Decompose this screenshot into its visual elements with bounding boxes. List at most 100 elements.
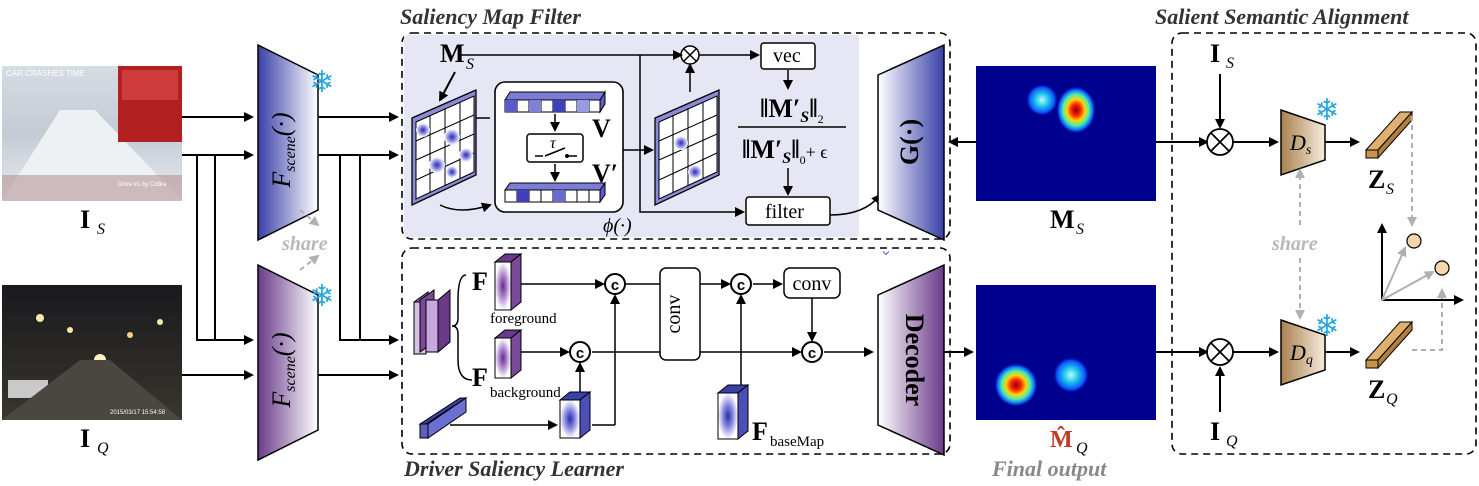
filter-box: filter bbox=[745, 196, 831, 226]
background-label: background bbox=[490, 385, 561, 401]
vector-v-label: V bbox=[592, 114, 611, 143]
svg-text:‖M′S‖0+ ϵ: ‖M′S‖0+ ϵ bbox=[742, 135, 828, 167]
input-connectors bbox=[182, 112, 254, 380]
concat-op-3: c bbox=[730, 273, 752, 295]
chevron-down-icon: ⌄ bbox=[879, 242, 892, 259]
f-background-label: F bbox=[472, 363, 488, 392]
driver-saliency-learner-title: Driver Saliency Learner bbox=[403, 456, 624, 481]
snowflake-icon: ❄ bbox=[1314, 94, 1339, 127]
learner-connectors bbox=[521, 279, 874, 426]
basemap-feature bbox=[716, 383, 750, 441]
salient-semantic-alignment-box bbox=[1171, 32, 1477, 455]
phi-label: ϕ(·) bbox=[603, 215, 632, 237]
svg-text:S: S bbox=[1386, 181, 1394, 198]
saliency-grid-input bbox=[411, 89, 477, 207]
embedding-zs bbox=[1364, 110, 1414, 160]
source-image: CAR CRASHES TIME Drive #1 by Cobra bbox=[2, 66, 182, 201]
source-image-caption-top: CAR CRASHES TIME bbox=[6, 69, 85, 78]
svg-text:Q: Q bbox=[1226, 433, 1238, 450]
multiply-operator-q bbox=[1206, 338, 1234, 366]
f-basemap-label: F bbox=[752, 417, 768, 446]
base-grid-feature bbox=[558, 390, 592, 440]
svg-text:c: c bbox=[576, 345, 584, 362]
svg-text:c: c bbox=[808, 345, 816, 362]
saliency-map-filter-box bbox=[401, 32, 951, 240]
svg-text:Fscene(·): Fscene(·) bbox=[267, 112, 299, 188]
svg-text:I: I bbox=[80, 424, 90, 453]
embedding-dashed-links bbox=[1407, 116, 1447, 351]
encoder-ds: Ds bbox=[1280, 108, 1326, 177]
m-input-arrow bbox=[439, 71, 456, 102]
concat-op-4: c bbox=[801, 341, 823, 363]
svg-text:‖M′S‖2: ‖M′S‖2 bbox=[760, 94, 824, 126]
svg-text:conv: conv bbox=[663, 295, 685, 334]
svg-text:S: S bbox=[1076, 221, 1084, 238]
svg-text:Q: Q bbox=[1386, 391, 1398, 408]
foreground-label: foreground bbox=[490, 311, 557, 327]
snowflake-icon: ❄ bbox=[1314, 310, 1339, 343]
vector-v-prime-label: V′ bbox=[592, 159, 618, 188]
svg-text:M: M bbox=[1050, 205, 1075, 234]
conv-block-2: conv bbox=[783, 267, 841, 299]
generator-g: G(·) bbox=[877, 43, 945, 242]
svg-text:conv: conv bbox=[793, 273, 832, 295]
saliency-map-filter-title: Saliency Map Filter bbox=[400, 4, 581, 29]
saliency-map-m-label: M S bbox=[440, 39, 474, 73]
embedding-zq-label: Z Q bbox=[1368, 375, 1398, 408]
encoder-output-connectors bbox=[318, 112, 399, 380]
query-image-label: I Q bbox=[80, 424, 109, 457]
source-image-caption-bottom: Drive #1 by Cobra bbox=[118, 182, 167, 188]
svg-text:S: S bbox=[97, 221, 105, 238]
multiply-operator-s bbox=[1206, 128, 1234, 156]
concat-op-2: c bbox=[569, 341, 591, 363]
source-image-label: I S bbox=[80, 205, 105, 238]
alignment-is-label: I S bbox=[1210, 39, 1234, 72]
split-brace bbox=[451, 274, 473, 381]
svg-text:S: S bbox=[1226, 55, 1234, 72]
feature-stack bbox=[413, 288, 451, 355]
query-image: 2015/03/17 15:54:58 bbox=[2, 285, 182, 420]
alignment-share-label: share bbox=[1271, 233, 1318, 255]
query-image-caption-bottom: 2015/03/17 15:54:58 bbox=[110, 410, 166, 416]
svg-text:Fscene(·): Fscene(·) bbox=[267, 332, 299, 408]
encoder-share-label: share bbox=[281, 233, 328, 255]
multiply-operator bbox=[680, 45, 700, 65]
vector-v-prime: V′ bbox=[504, 159, 618, 204]
svg-text:M̂: M̂ bbox=[1050, 426, 1073, 453]
svg-text:S: S bbox=[466, 56, 474, 73]
base-feature bbox=[418, 397, 468, 439]
svg-text:Dq: Dq bbox=[1289, 340, 1313, 368]
svg-text:filter: filter bbox=[765, 201, 804, 223]
query-saliency-map-label: M̂ Q bbox=[1050, 426, 1088, 457]
svg-text:I: I bbox=[80, 205, 90, 234]
phi-to-filter-arrow bbox=[639, 55, 745, 217]
conv-block-1: conv bbox=[659, 267, 701, 361]
vec-box: vec bbox=[760, 42, 816, 70]
concat-op-1: c bbox=[604, 273, 626, 295]
source-saliency-map bbox=[976, 66, 1156, 201]
source-saliency-map-label: M S bbox=[1050, 205, 1084, 238]
svg-text:I: I bbox=[1210, 417, 1220, 446]
svg-text:Q: Q bbox=[1076, 440, 1088, 457]
decoder: Decoder bbox=[877, 263, 945, 457]
svg-text:Ds: Ds bbox=[1289, 130, 1312, 158]
threshold-switch: τ bbox=[526, 133, 584, 163]
norm-ratio-formula: ‖M′S‖2 ‖M′S‖0+ ϵ bbox=[738, 94, 846, 167]
svg-text:c: c bbox=[611, 277, 619, 294]
basemap-label: baseMap bbox=[770, 434, 824, 450]
encoder-query: Fscene(·) bbox=[257, 263, 319, 462]
svg-text:M: M bbox=[440, 39, 465, 68]
snowflake-icon: ❄ bbox=[309, 66, 334, 99]
svg-text:vec: vec bbox=[773, 45, 801, 67]
alignment-iq-label: I Q bbox=[1210, 417, 1238, 450]
svg-text:I: I bbox=[1210, 39, 1220, 68]
salient-semantic-alignment-title: Salient Semantic Alignment bbox=[1155, 4, 1409, 29]
foreground-feature bbox=[493, 252, 523, 312]
embedding-space-axes bbox=[1377, 223, 1464, 305]
svg-text:Q: Q bbox=[97, 440, 109, 457]
grid-to-vector-arrow bbox=[439, 202, 492, 213]
embedding-zs-label: Z S bbox=[1368, 165, 1394, 198]
alignment-share-link: share bbox=[1271, 168, 1318, 320]
encoder-dq: Dq bbox=[1280, 318, 1326, 387]
